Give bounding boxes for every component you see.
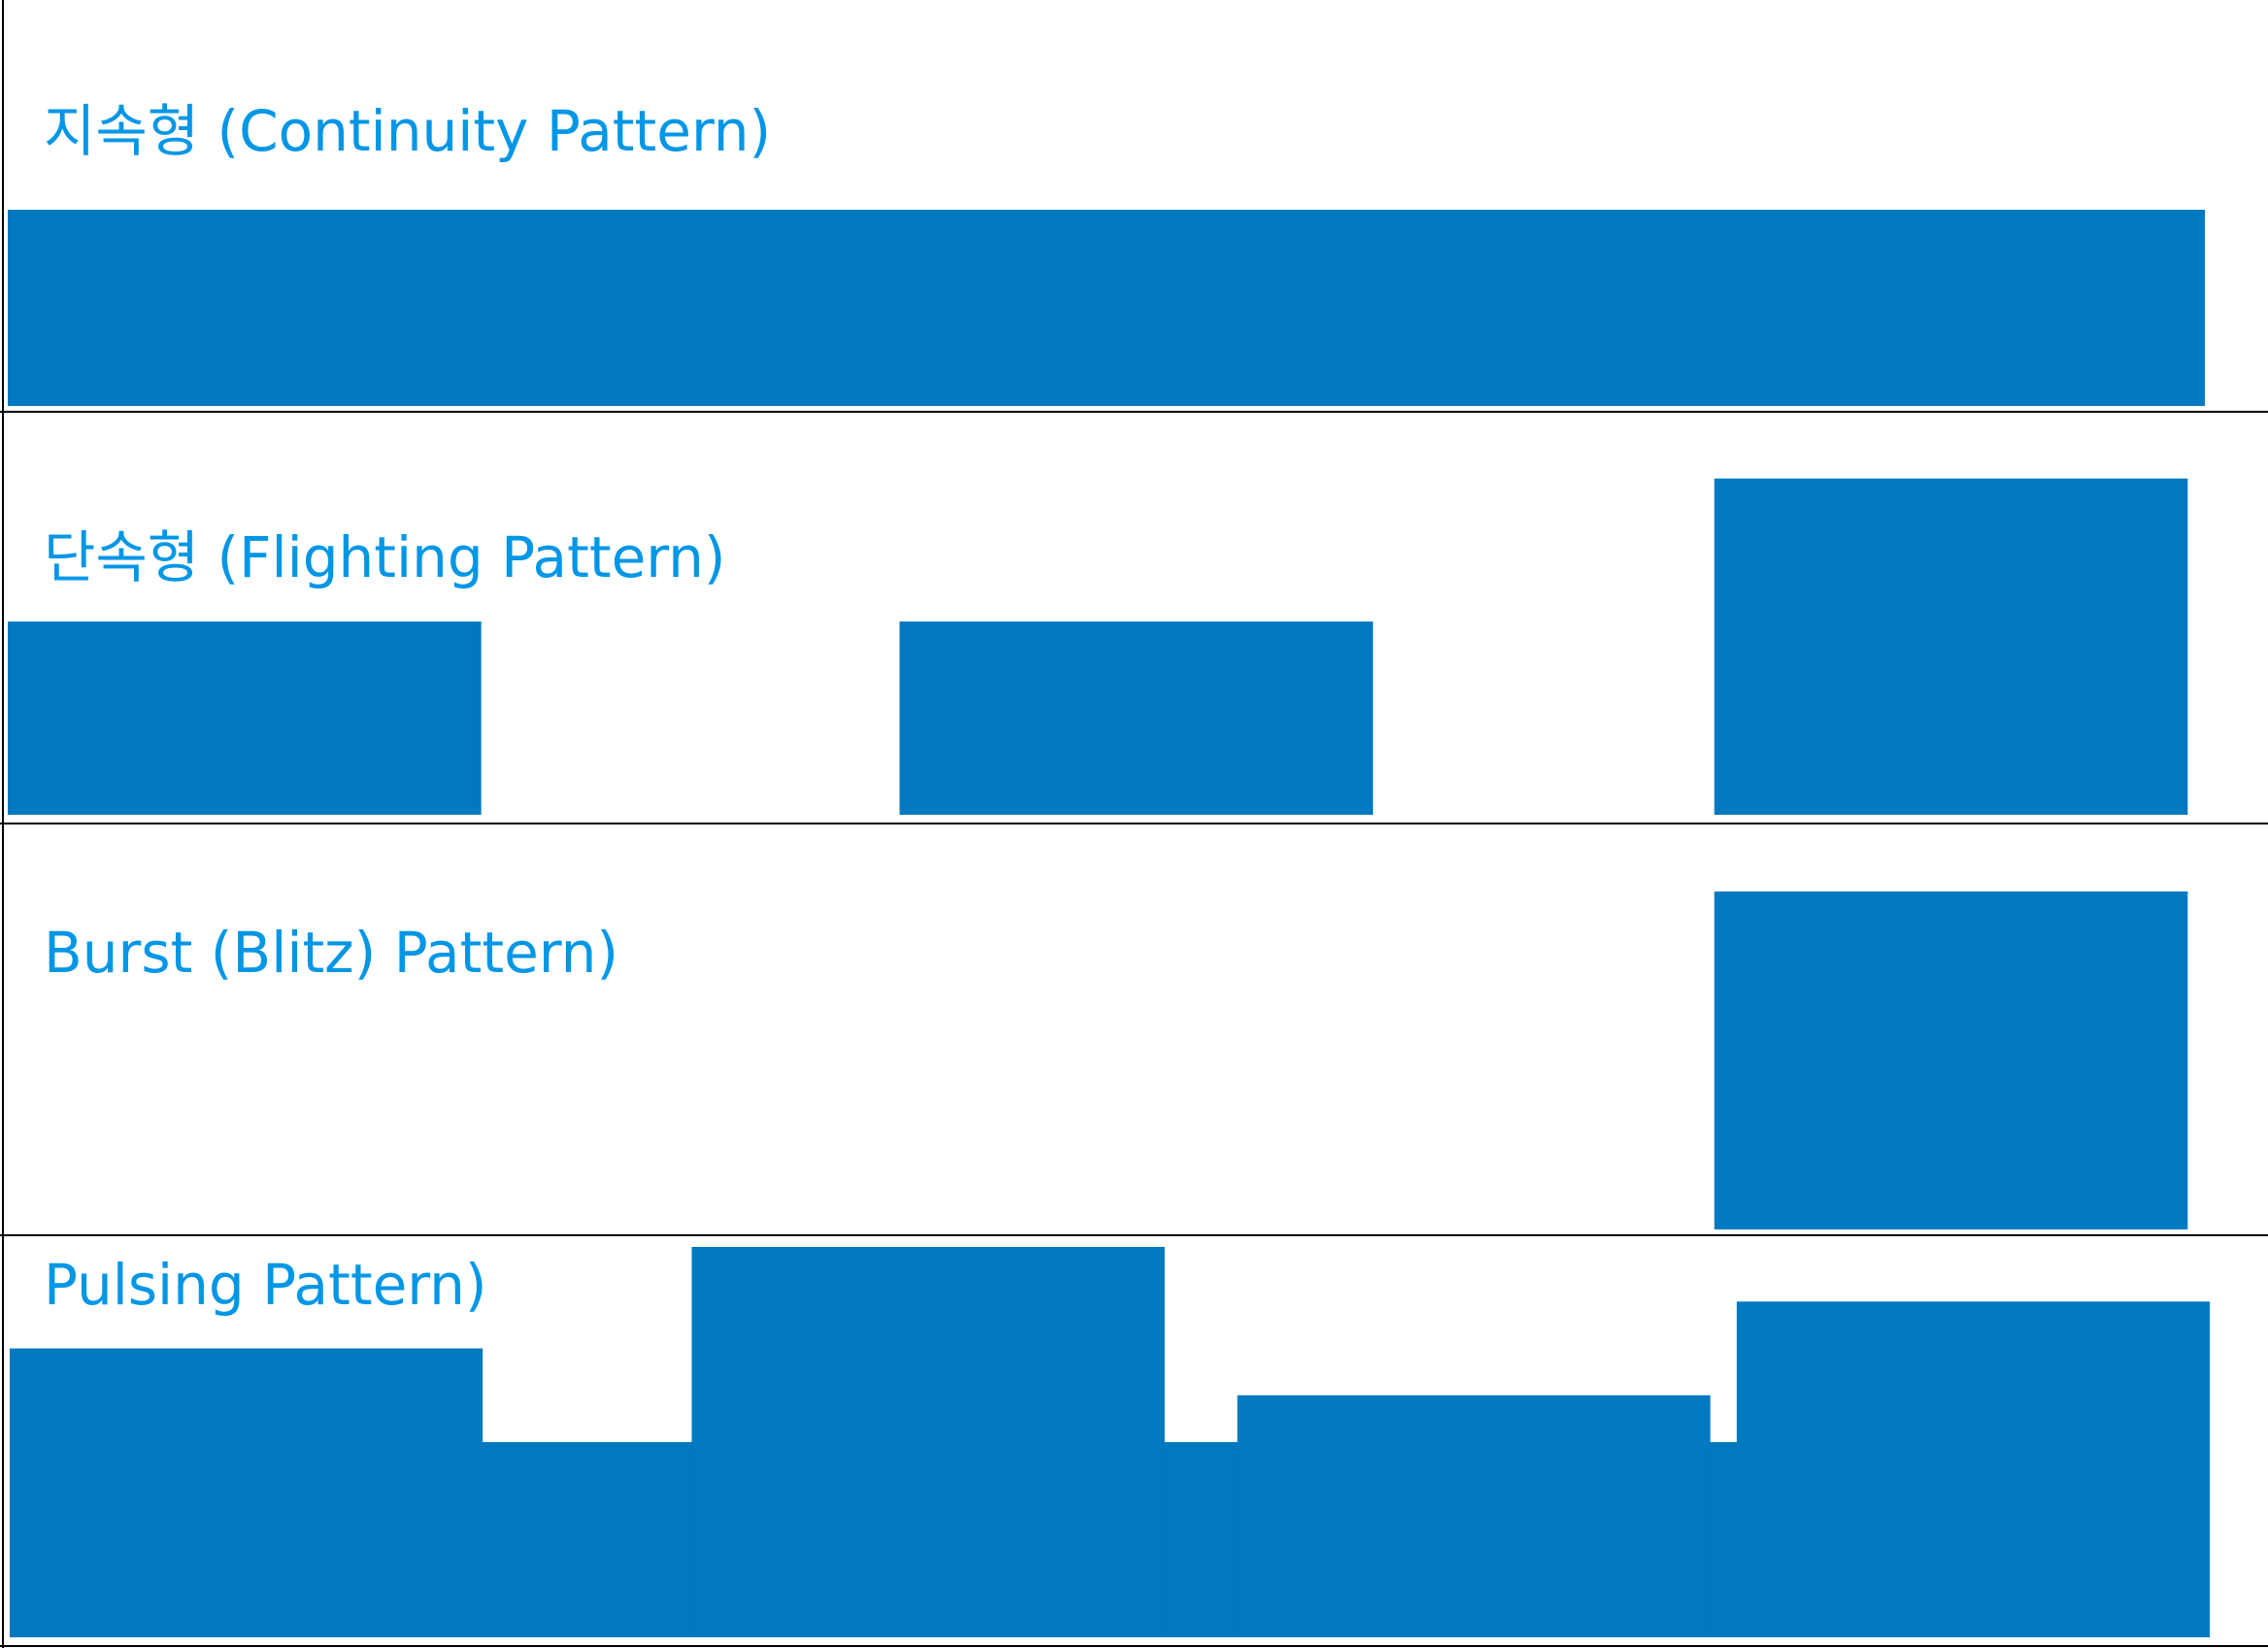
bar-flighting-3 <box>1714 478 2188 815</box>
panel-label-pulsing: Pulsing Pattern) <box>44 1252 486 1318</box>
panel-flighting: 단속형 (Flighting Pattern) <box>0 478 2268 824</box>
bar-burst-1 <box>1714 891 2188 1229</box>
panel-label-continuity: 지속형 (Continuity Pattern) <box>44 98 771 164</box>
bar-group-pulsing <box>10 1247 2210 1637</box>
panel-burst: Burst (Blitz) Pattern) <box>0 891 2268 1236</box>
bar-group-flighting <box>8 478 2188 815</box>
bar-pulsing-2 <box>691 1247 1165 1637</box>
bar-flighting-2 <box>899 622 1374 815</box>
bar-group-burst <box>1714 891 2188 1229</box>
panel-pulsing: Pulsing Pattern) <box>0 1247 2268 1647</box>
bar-pulsing-1 <box>10 1348 484 1637</box>
panel-continuity: 지속형 (Continuity Pattern) <box>0 98 2268 413</box>
bar-pulsing-3 <box>1237 1395 1711 1637</box>
panel-label-flighting: 단속형 (Flighting Pattern) <box>44 524 725 590</box>
panel-label-burst: Burst (Blitz) Pattern) <box>44 920 618 986</box>
bar-group-continuity <box>8 210 2205 406</box>
bar-flighting-1 <box>8 622 482 815</box>
bar-continuity-1 <box>8 210 2205 406</box>
bar-pulsing-4 <box>1736 1301 2210 1637</box>
